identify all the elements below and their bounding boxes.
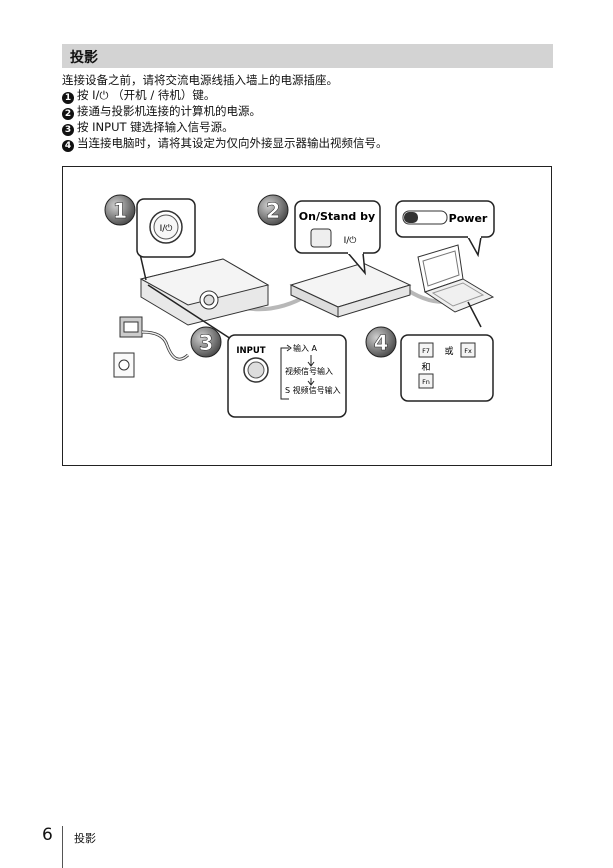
- footer-section-label: 投影: [74, 832, 96, 845]
- input-sequence-2: 视频信号输入: [285, 366, 333, 376]
- step-number-icon: 3: [62, 124, 74, 136]
- projection-illustration: I/⏻ On/Stand by I/⏻ Power INPUT 输入 A 视频信…: [104, 194, 495, 418]
- f7-key-label: F7: [422, 347, 430, 355]
- power-label: Power: [449, 212, 488, 225]
- svg-text:4: 4: [374, 331, 389, 355]
- step-text: 接通与投影机连接的计算机的电源。: [77, 104, 261, 118]
- power-key-label: I/⏻: [160, 223, 173, 234]
- section-title: 投影: [70, 50, 98, 66]
- f7-key-icon: [418, 342, 434, 358]
- input-sequence-1: 输入 A: [293, 343, 318, 353]
- on-standby-key: I/⏻: [344, 235, 357, 246]
- badge-2: 2: [257, 194, 289, 226]
- callout-on-standby: [294, 200, 381, 254]
- projector-illustration: [139, 258, 270, 326]
- fx-key-label: Fx: [464, 347, 472, 355]
- input-sequence-3: S 视频信号输入: [285, 385, 341, 395]
- on-standby-label: On/Stand by: [299, 210, 375, 223]
- step-number-icon: 1: [62, 92, 74, 104]
- laptop-illustration: [417, 244, 495, 313]
- badge-1: 1: [104, 194, 136, 226]
- video-player-illustration: [289, 262, 412, 318]
- or-label: 或: [444, 345, 453, 357]
- callout-fn-keys: [400, 334, 494, 402]
- intro-line: 连接设备之前，请将交流电源线插入墙上的电源插座。: [62, 73, 338, 87]
- input-button-label: INPUT: [236, 346, 265, 356]
- svg-text:3: 3: [199, 331, 214, 355]
- step-number-icon: 4: [62, 140, 74, 152]
- standby-button-icon: [310, 228, 332, 248]
- projection-figure: I/⏻ On/Stand by I/⏻ Power INPUT 输入 A 视频信…: [62, 166, 552, 466]
- step-text: 按 INPUT 键选择输入信号源。: [77, 120, 234, 134]
- callout-input: [227, 334, 347, 418]
- and-label: 和: [421, 362, 430, 373]
- step-text: 按 I/⏻ （开机 / 待机）键。: [77, 88, 216, 102]
- section-header: 投影: [62, 44, 553, 68]
- fx-key-icon: [460, 342, 476, 358]
- badge-4: 4: [365, 326, 397, 358]
- page-number: 6: [42, 825, 53, 845]
- step-text: 当连接电脑时，请将其设定为仅向外接显示器输出视频信号。: [77, 136, 388, 150]
- step-number-icon: 2: [62, 108, 74, 120]
- svg-text:1: 1: [113, 199, 128, 223]
- footer-divider: [62, 826, 63, 868]
- fn-key-icon: [418, 373, 434, 389]
- badge-3: 3: [190, 326, 222, 358]
- fn-key-label: Fn: [422, 378, 430, 386]
- svg-text:2: 2: [266, 199, 281, 223]
